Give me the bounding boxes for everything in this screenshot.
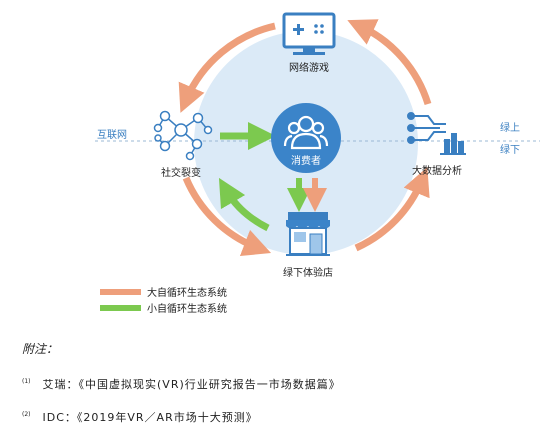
- cycle-arrow-top-right: [347, 19, 432, 106]
- cycle-arrow-top-left: [178, 22, 276, 113]
- footnote-2-marker: (2): [22, 411, 31, 419]
- node-label-consumer: 消费者: [291, 154, 321, 167]
- cycle-arrow-bottom-left: [182, 176, 272, 257]
- node-label-social: 社交裂变: [161, 166, 201, 179]
- ecosystem-diagram: 网络游戏 社交裂变 消费者: [95, 12, 540, 315]
- big-data-icon: [407, 112, 466, 155]
- notes-title: 附注：: [22, 342, 59, 356]
- game-monitor-icon: [282, 12, 336, 55]
- legend-label-small-cycle: 小自循环生态系统: [147, 302, 227, 315]
- footnote-2-text: IDC：《2019年VR／AR市场十大预测》: [42, 411, 258, 424]
- footnote-1-marker: (1): [22, 378, 31, 386]
- label-offline: 绿下: [500, 143, 520, 156]
- legend: 大自循环生态系统 小自循环生态系统: [100, 286, 227, 315]
- footnote-1-text: 艾瑞：《中国虚拟现实(VR)行业研究报告一市场数据篇》: [42, 378, 341, 391]
- legend-label-big-cycle: 大自循环生态系统: [147, 286, 227, 299]
- consumer-circle: [271, 103, 341, 173]
- node-label-game: 网络游戏: [289, 61, 329, 74]
- store-icon: [286, 212, 330, 256]
- cycle-arrow-bottom-right: [354, 167, 430, 252]
- label-online: 绿上: [500, 121, 520, 134]
- node-label-bigdata: 大数据分析: [412, 164, 462, 177]
- consumer-people-icon: [283, 115, 329, 150]
- social-network-icon: [153, 110, 213, 161]
- label-internet: 互联网: [97, 129, 127, 141]
- footnote-2: (2) IDC：《2019年VR／AR市场十大预测》: [22, 409, 258, 425]
- node-label-store: 绿下体验店: [283, 266, 333, 279]
- arrow-store-to-social: [218, 177, 270, 232]
- footnote-1: (1) 艾瑞：《中国虚拟现实(VR)行业研究报告一市场数据篇》: [22, 376, 341, 392]
